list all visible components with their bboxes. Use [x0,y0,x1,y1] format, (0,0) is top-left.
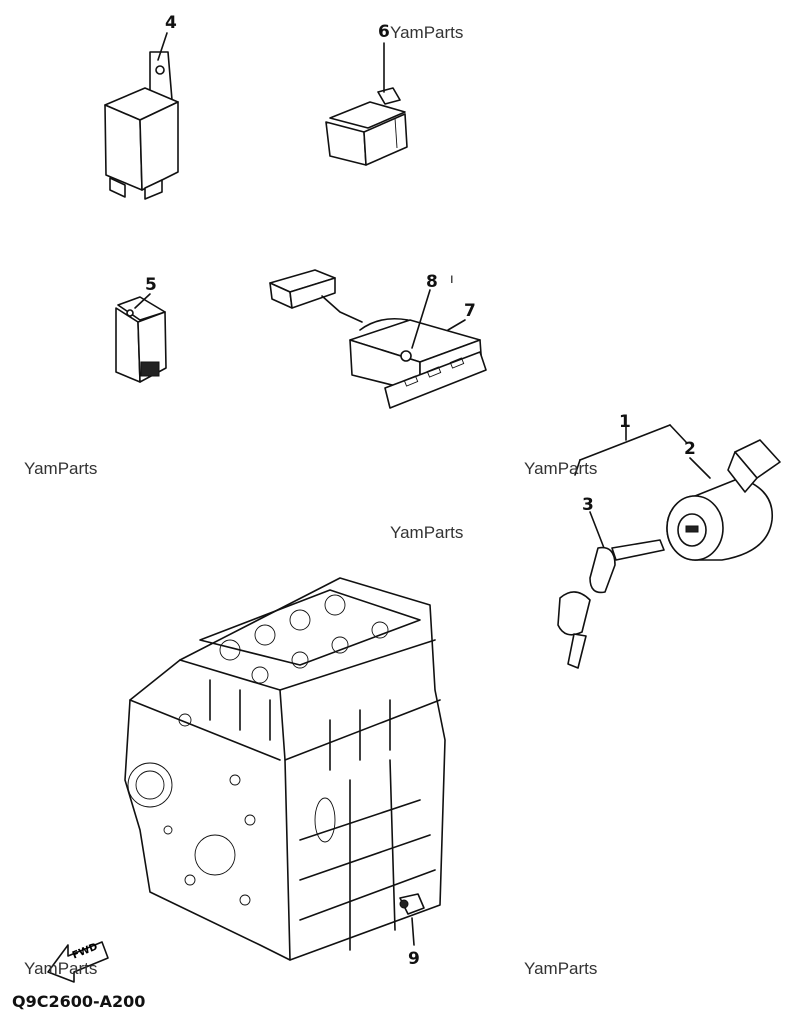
callout-5: 5 [145,275,157,295]
callout-8: 8 [426,272,438,292]
watermark-top: YamParts [390,23,464,42]
connector-part-6 [325,42,408,166]
tick-mark: ı [450,272,454,287]
callout-3: 3 [582,495,594,515]
engine-block [124,577,446,961]
relay-part-4 [104,32,179,200]
callout-2: 2 [684,439,696,459]
callout-6: 6 [378,22,390,42]
watermark-left: YamParts [24,459,98,478]
callout-1: 1 [619,412,631,432]
switch-part-7-8 [269,269,487,409]
ignition-switch-part-1-2-3 [557,424,781,669]
callout-4: 4 [165,13,177,33]
diagram-code: Q9C2600-A200 [12,992,146,1011]
callout-9: 9 [408,949,420,969]
watermark-center: YamParts [390,523,464,542]
callout-7: 7 [464,301,476,321]
watermark-bottom-right: YamParts [524,959,598,978]
watermark-bottom-left: YamParts [24,959,98,978]
fwd-arrow [47,941,109,983]
watermark-right: YamParts [524,459,598,478]
relay-part-5 [115,293,167,383]
